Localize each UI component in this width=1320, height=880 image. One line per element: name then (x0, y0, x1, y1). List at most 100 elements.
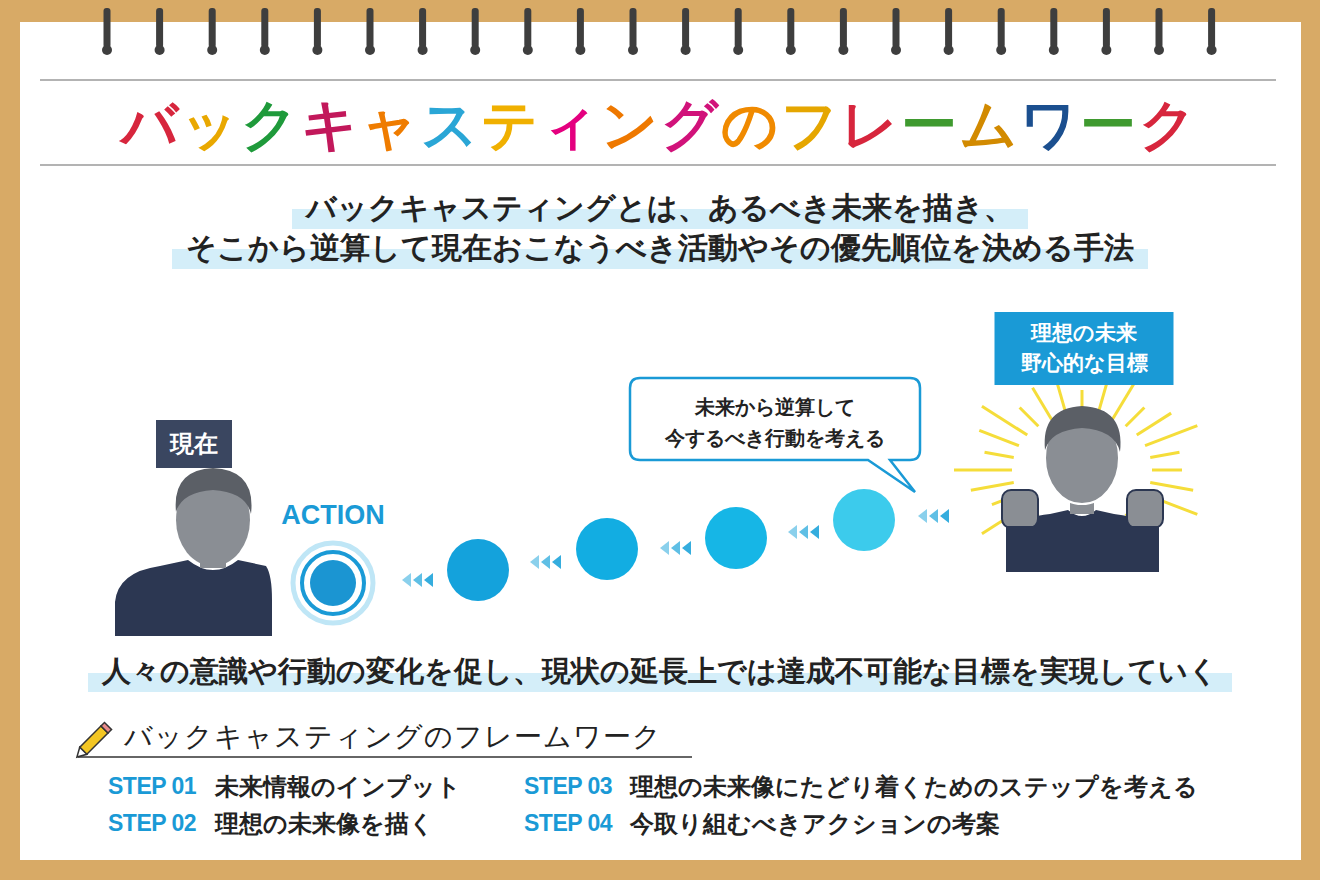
ring (681, 8, 691, 55)
burst-ray (1145, 426, 1197, 446)
chevron (799, 525, 808, 539)
burst-ray (1152, 469, 1182, 472)
title: バックキャスティングのフレームワーク (121, 88, 1199, 164)
subtitle: バックキャスティングとは、あるべき未来を描き、 (292, 188, 1028, 229)
ring (260, 8, 270, 55)
chevron (918, 509, 927, 523)
chevron (788, 525, 797, 539)
ring (1101, 8, 1111, 55)
action-circle: ACTION (278, 500, 388, 630)
goal-box: 理想の未来 野心的な目標 (995, 312, 1174, 385)
burst-ray (979, 430, 1019, 445)
ring (786, 8, 796, 55)
node-text: 現在 (170, 428, 218, 460)
chevron (929, 509, 938, 523)
title-char: テ (481, 91, 541, 157)
ring (102, 8, 112, 55)
title-char: ン (601, 91, 661, 157)
step-text: 理想の未来像にたどり着くためのステップを考える (630, 771, 1198, 803)
present-tag: 現在 (156, 420, 232, 468)
chevron (682, 541, 691, 555)
paper (20, 22, 1301, 860)
title-char: フ (781, 91, 841, 157)
title-char: グ (661, 91, 721, 157)
title-char: ッ (181, 91, 241, 157)
ring (1207, 8, 1217, 55)
ring (418, 8, 428, 55)
node-text: 理想の未来 野心的な目標 (1011, 318, 1158, 379)
subtitle: そこから逆算して現在おこなうべき活動やその優先順位を決める手法 (172, 228, 1148, 269)
burst-ray (1033, 388, 1052, 420)
step-number: STEP 04 (524, 810, 612, 837)
burst-ray (1150, 482, 1193, 490)
ring (891, 8, 901, 55)
title-char: ー (1080, 91, 1139, 157)
speech-bubble-text: 未来から逆算して 今するべき行動を考える (633, 386, 917, 460)
title-char: キ (301, 91, 361, 157)
speech-bubble (630, 378, 920, 492)
action-ring (278, 536, 388, 632)
ring (575, 8, 585, 55)
chevron (810, 525, 819, 539)
title-char: バ (121, 91, 181, 157)
ring (365, 8, 375, 55)
chevron (660, 541, 669, 555)
chevron (552, 555, 561, 569)
rule-line (40, 164, 1276, 166)
ring (523, 8, 533, 55)
step-circles (447, 489, 895, 601)
chevron (402, 573, 411, 587)
burst-ray (1137, 413, 1171, 435)
step-text: 理想の未来像を描く (215, 808, 434, 840)
ring (155, 8, 165, 55)
burst-ray (971, 482, 1014, 490)
burst-ray (1020, 407, 1039, 426)
ring (733, 8, 743, 55)
title-char: レ (841, 91, 901, 157)
burst-ray (1126, 407, 1145, 426)
heading-underline (78, 756, 692, 758)
title-char: ク (1139, 91, 1199, 157)
burst-ray (1150, 452, 1179, 457)
pencil-icon (73, 722, 111, 760)
title-char: ム (960, 91, 1020, 157)
person-future (954, 370, 1197, 572)
arrow-chevrons (402, 509, 949, 587)
ring (312, 8, 322, 55)
chevron (413, 573, 422, 587)
ring (944, 8, 954, 55)
title-char: ィ (541, 91, 601, 157)
chevron (424, 573, 433, 587)
burst-ray (982, 406, 1027, 435)
node-text: ACTION (281, 500, 385, 531)
chevron (541, 555, 550, 569)
step-number: STEP 03 (524, 773, 612, 800)
chevron (530, 555, 539, 569)
chevron (671, 541, 680, 555)
step-number: STEP 02 (108, 810, 196, 837)
title-char: ス (421, 91, 481, 157)
spiral-rings (102, 8, 1217, 55)
ring (996, 8, 1006, 55)
step-text: 今取り組むべきアクションの考案 (630, 808, 1000, 840)
node-text: 未来から逆算して 今するべき行動を考える (641, 392, 909, 454)
title-char: の (721, 91, 781, 157)
section-heading: バックキャスティングのフレームワーク (124, 718, 662, 756)
ring (1049, 8, 1059, 55)
person-present (115, 468, 272, 636)
burst-ray (985, 452, 1014, 457)
step-text: 未来情報のインプット (215, 771, 461, 803)
ring (1154, 8, 1164, 55)
burst-ray (954, 469, 1012, 472)
step-number: STEP 01 (108, 773, 196, 800)
ring (628, 8, 638, 55)
ring (470, 8, 480, 55)
title-char: ク (241, 91, 301, 157)
summary-text: 人々の意識や行動の変化を促し、現状の延長上では達成不可能な目標を実現していく (88, 652, 1232, 692)
ring (207, 8, 217, 55)
title-char: ワ (1020, 91, 1080, 157)
rule-line (40, 79, 1276, 81)
title-char: ャ (361, 91, 421, 157)
chevron (940, 509, 949, 523)
ring (838, 8, 848, 55)
